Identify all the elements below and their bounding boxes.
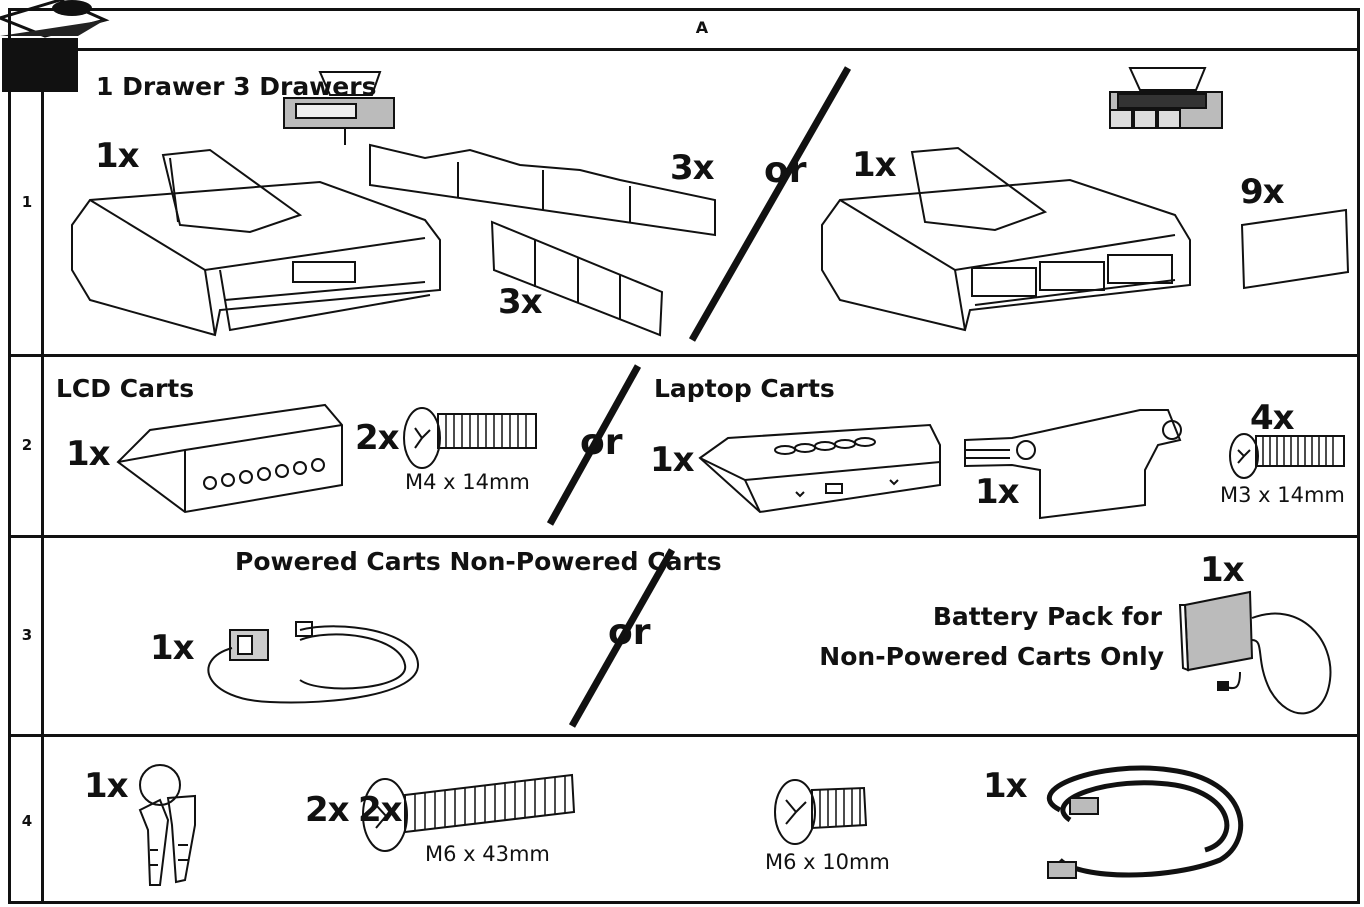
qty-laptop-bracket: 1x <box>650 440 695 480</box>
m6-10mm-screw <box>774 779 868 845</box>
row-divider-3 <box>8 734 1360 737</box>
m4-screw <box>403 407 537 469</box>
row-number: 4 <box>21 812 33 830</box>
drawer-divider-strips-bottom <box>490 220 664 337</box>
m6-10mm-screw-label: M6 x 10mm <box>765 850 890 874</box>
row1-heading: 1 Drawer 3 Drawers <box>96 72 377 101</box>
row3-heading: Powered Carts Non-Powered Carts <box>235 547 722 576</box>
package-box-icon <box>0 0 110 92</box>
qty-3-drawer-base: 1x <box>852 145 897 185</box>
m4-screw-label: M4 x 14mm <box>405 470 530 494</box>
keys <box>138 764 196 886</box>
m6-43mm-screw <box>362 773 576 852</box>
row-number: 1 <box>21 193 33 211</box>
drawer-thumbnail-1 <box>283 71 395 145</box>
column-header: A <box>695 18 709 37</box>
laptop-carts-heading: Laptop Carts <box>654 374 835 403</box>
qty-battery-pack: 1x <box>1200 550 1245 590</box>
header-divider <box>8 48 1360 51</box>
qty-keys: 1x <box>84 766 129 806</box>
lcd-carts-heading: LCD Carts <box>56 374 195 403</box>
row-number: 2 <box>21 436 33 454</box>
battery-label-line2: Non-Powered Carts Only <box>819 642 1164 671</box>
label-sheet <box>1240 208 1350 290</box>
laptop-mounting-plate <box>964 409 1182 520</box>
qty-lcd-bracket: 1x <box>66 434 111 474</box>
m6-43mm-screw-label: M6 x 43mm <box>425 842 550 866</box>
or-label-row1: or <box>764 150 807 191</box>
qty-strips-bottom: 3x <box>498 282 543 322</box>
qty-m3-screws: 4x <box>1250 398 1295 438</box>
parts-table-frame <box>8 8 1360 904</box>
qty-usb-cable: 1x <box>983 766 1028 806</box>
battery-pack <box>1178 590 1332 715</box>
lcd-bracket <box>116 403 343 514</box>
m3-screw <box>1229 433 1345 479</box>
qty-m6-long-screws-b: 2x <box>358 790 403 830</box>
qty-label-sheets: 9x <box>1240 172 1285 212</box>
qty-laptop-plate: 1x <box>975 472 1020 512</box>
qty-power-cable: 1x <box>150 628 195 668</box>
row-number-column-divider <box>41 50 44 904</box>
row-number: 3 <box>21 626 33 644</box>
power-cable <box>207 621 420 704</box>
three-drawer-base <box>821 146 1191 332</box>
laptop-bracket <box>698 423 941 514</box>
drawer-thumbnail-3 <box>1109 67 1223 129</box>
m3-screw-label: M3 x 14mm <box>1220 483 1345 507</box>
row-divider-2 <box>8 535 1360 538</box>
qty-1-drawer-base: 1x <box>95 136 140 176</box>
usb-cable <box>1046 765 1244 879</box>
one-drawer-base <box>71 148 441 337</box>
qty-strips-top: 3x <box>670 148 715 188</box>
qty-m6-long-screws-a: 2x <box>305 790 350 830</box>
drawer-divider-strips-top <box>369 143 716 237</box>
qty-m4-screws: 2x <box>355 418 400 458</box>
row-divider-1 <box>8 354 1360 357</box>
or-label-row2: or <box>580 422 623 463</box>
or-label-row3: or <box>608 612 651 653</box>
battery-label-line1: Battery Pack for <box>932 602 1162 631</box>
